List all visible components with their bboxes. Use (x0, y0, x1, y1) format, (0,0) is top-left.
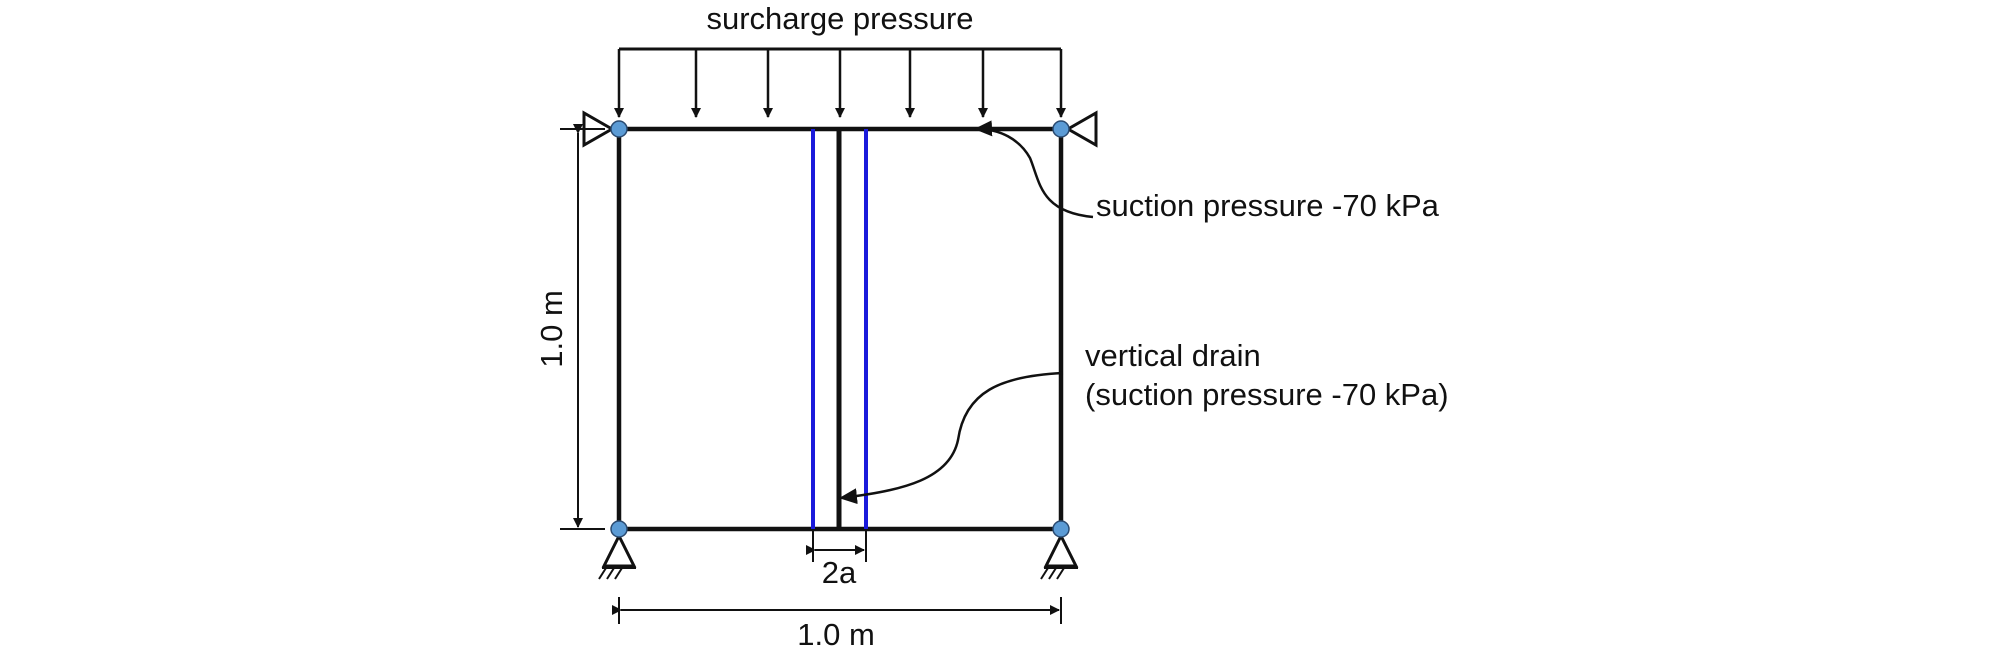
suction-pressure-label: suction pressure -70 kPa (1096, 188, 1440, 223)
corner-node (610, 120, 628, 138)
vertical-drain-label: vertical drain (1085, 338, 1261, 373)
corner-node (1052, 520, 1070, 538)
height-dimension-label: 1.0 m (534, 290, 569, 368)
width-dimension (612, 597, 1062, 624)
vertical-drain (811, 129, 868, 529)
corner-node (610, 520, 628, 538)
surcharge-load (614, 47, 1066, 118)
suction-callout-arrow (974, 120, 1094, 219)
pin-support-icon (598, 532, 637, 580)
vertical-drain-suction-label: (suction pressure -70 kPa) (1085, 377, 1449, 412)
corner-node (1052, 120, 1070, 138)
height-dimension (560, 124, 605, 530)
drain-callout-arrow (839, 371, 1064, 505)
drain-width-label: 2a (822, 555, 857, 590)
width-dimension-label: 1.0 m (797, 617, 875, 650)
surcharge-pressure-label: surcharge pressure (706, 1, 973, 36)
drain-width-dimension (806, 529, 867, 562)
roller-support-icon (1064, 110, 1098, 148)
pin-support-icon (1040, 532, 1079, 580)
